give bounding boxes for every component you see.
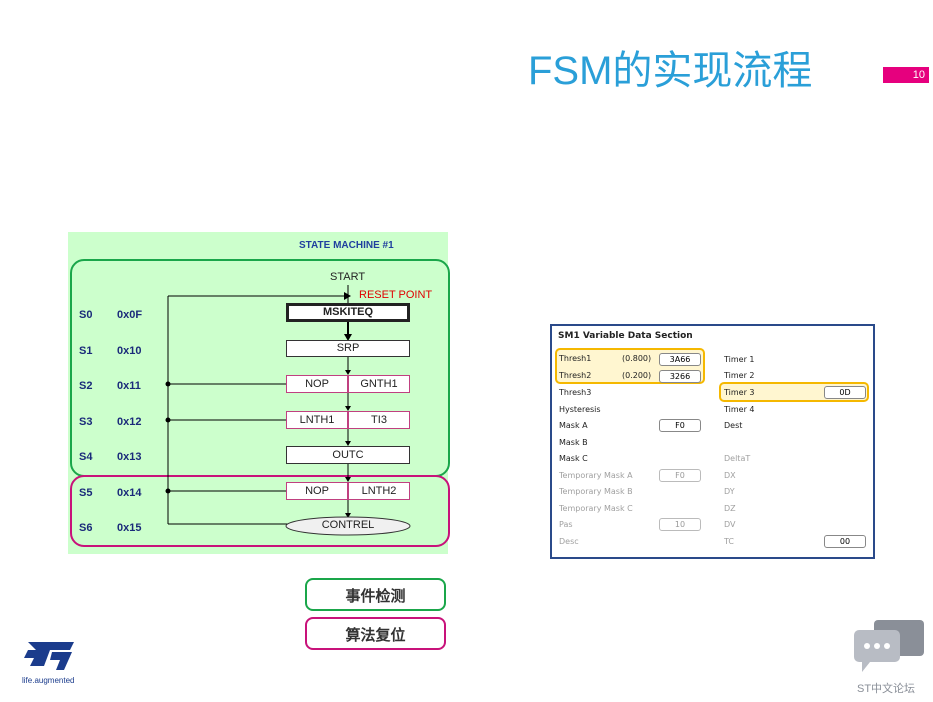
instruction-box-nop: NOP [286,375,348,393]
instruction-box-gnth1: GNTH1 [348,375,410,393]
page-number: 10 [883,67,929,83]
instruction-box-nop: NOP [286,482,348,500]
thresh1-label: Thresh1 [559,354,592,363]
instruction-box-lnth1: LNTH1 [286,411,348,429]
state-id: S2 [79,380,93,392]
temp-mask-c-label: Temporary Mask C [559,504,633,513]
tc-field[interactable]: 00 [824,535,866,548]
timer3-field[interactable]: 0D [824,386,866,399]
algorithm-reset-group [70,475,450,547]
forum-label: ST中文论坛 [857,683,916,695]
state-id: S5 [79,487,93,499]
temp-mask-a-field[interactable]: F0 [659,469,701,482]
legend-event-detection: 事件检测 [305,578,446,611]
brand-tagline: life.augmented [22,676,75,685]
thresh2-value: (0.200) [622,371,652,380]
mask-c-label: Mask C [559,454,588,463]
timer1-label: Timer 1 [724,355,755,364]
mask-a-field[interactable]: F0 [659,419,701,432]
state-address: 0x10 [117,345,142,357]
state-id: S1 [79,345,93,357]
instruction-box-outc: OUTC [286,446,410,464]
mask-a-label: Mask A [559,421,588,430]
pas-label: Pas [559,520,573,529]
temp-mask-a-label: Temporary Mask A [559,471,633,480]
state-address: 0x12 [117,416,142,428]
chat-bubble-icon [854,620,924,672]
pas-field[interactable]: 10 [659,518,701,531]
desc-label: Desc [559,537,579,546]
deltat-label: DeltaT [724,454,751,463]
instruction-box-mskiteq: MSKITEQ [286,303,410,322]
instruction-box-srp: SRP [286,340,410,357]
state-machine-title: STATE MACHINE #1 [299,240,394,251]
state-id: S3 [79,416,93,428]
thresh2-label: Thresh2 [559,371,592,380]
state-id: S0 [79,309,93,321]
state-address: 0x15 [117,522,142,534]
thresh1-value: (0.800) [622,354,652,363]
instruction-contrel: CONTREL [321,519,375,531]
hysteresis-label: Hysteresis [559,405,601,414]
temp-mask-b-label: Temporary Mask B [559,487,633,496]
mask-b-label: Mask B [559,438,588,447]
reset-point-label: RESET POINT [359,289,433,301]
slide-title: FSM的实现流程 [528,49,813,93]
state-address: 0x11 [117,380,141,392]
state-id: S4 [79,451,93,463]
dz-label: DZ [724,504,736,513]
start-label: START [330,271,366,283]
state-address: 0x0F [117,309,143,321]
instruction-box-ti3: TI3 [348,411,410,429]
dy-label: DY [724,487,735,496]
timer3-label: Timer 3 [724,388,755,397]
legend-algorithm-reset: 算法复位 [305,617,446,650]
tc-label: TC [724,537,735,546]
thresh1-field[interactable]: 3A66 [659,353,701,366]
state-address: 0x14 [117,487,142,499]
state-id: S6 [79,522,93,534]
timer2-label: Timer 2 [724,371,755,380]
st-logo-icon [24,642,74,670]
thresh3-label: Thresh3 [559,388,592,397]
dest-label: Dest [724,421,743,430]
dv-label: DV [724,520,736,529]
state-machine-panel [68,232,448,554]
data-section-title: SM1 Variable Data Section [558,331,693,341]
thresh2-field[interactable]: 3266 [659,370,701,383]
instruction-box-lnth2: LNTH2 [348,482,410,500]
dx-label: DX [724,471,736,480]
timer4-label: Timer 4 [724,405,755,414]
state-address: 0x13 [117,451,142,463]
